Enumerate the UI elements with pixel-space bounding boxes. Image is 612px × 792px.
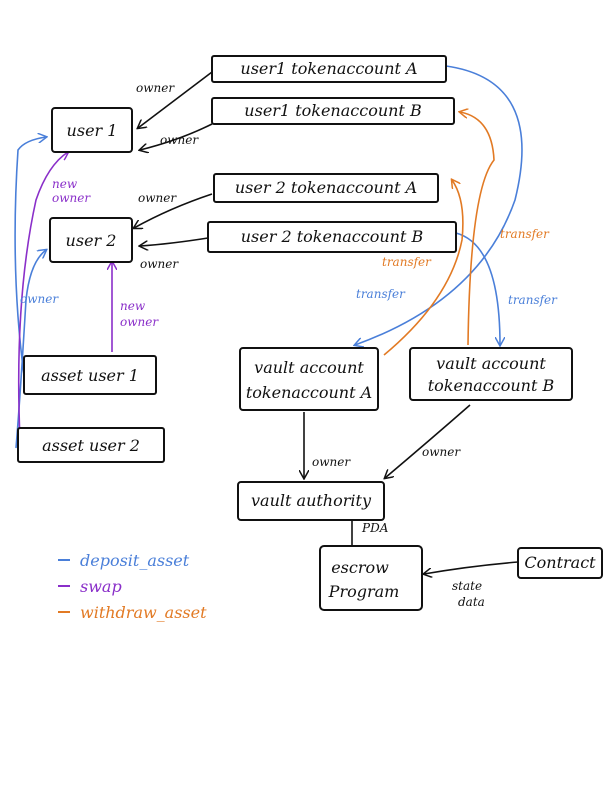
legend-item-deposit: deposit_asset [58, 551, 190, 570]
legend-label-withdraw: withdraw_asset [80, 603, 207, 622]
node-user2-tokenaccount-b: user 2 tokenaccount B [207, 221, 457, 253]
label-transfer-deposit-a: transfer [356, 287, 406, 301]
edge-contract-state-escrow [424, 561, 519, 574]
edge-vaultb-owner-authority [385, 404, 471, 478]
label-state-line2: data [458, 595, 485, 609]
node-vault-authority: vault authority [237, 481, 385, 521]
legend: deposit_asset swap withdraw_asset [58, 551, 207, 622]
node-contract-label: Contract [524, 553, 596, 572]
edge-withdraw-vaultb-to-u1b [460, 112, 495, 346]
node-vault-account-b: vault account tokenaccount B [409, 347, 573, 401]
node-user1-tokenaccount-b-label: user1 tokenaccount B [244, 101, 422, 120]
node-user1: user 1 [51, 107, 133, 153]
edge-u2a-owner-user2 [134, 193, 213, 228]
legend-label-swap: swap [80, 577, 122, 596]
legend-item-swap: swap [58, 577, 122, 596]
node-vault-account-b-line1: vault account [436, 354, 546, 373]
node-user2-tokenaccount-a-label: user 2 tokenaccount A [235, 178, 417, 197]
node-vault-account-a-line2: tokenaccount A [246, 383, 372, 402]
node-user2-label: user 2 [66, 231, 117, 250]
node-asset-user1: asset user 1 [23, 355, 157, 395]
label-owner-vaulta: owner [312, 455, 351, 469]
label-owner-asset1: owner [20, 292, 59, 306]
node-vault-account-a-line1: vault account [254, 358, 364, 377]
label-transfer-deposit-b: transfer [508, 293, 558, 307]
edge-deposit-asset2-owner-user2 [15, 250, 46, 449]
edge-u1b-owner-user1 [140, 123, 213, 150]
edge-deposit-u2b-to-vaultb [455, 232, 500, 345]
node-asset-user2-label: asset user 2 [42, 436, 140, 455]
label-owner-u2b: owner [140, 257, 179, 271]
node-user2-tokenaccount-a: user 2 tokenaccount A [213, 173, 439, 203]
node-escrow-program-line2: Program [328, 582, 400, 601]
edge-u2b-owner-user2 [140, 237, 209, 246]
node-escrow-program: escrow Program [319, 545, 423, 611]
edge-withdraw-vaulta-to-u2a [383, 180, 464, 356]
label-owner-u1b: owner [160, 133, 199, 147]
edge-swap-asset2-new-owner-user1 [17, 152, 68, 441]
node-user2: user 2 [49, 217, 133, 263]
node-contract: Contract [517, 547, 603, 579]
node-user1-label: user 1 [67, 121, 118, 140]
node-user1-tokenaccount-b: user1 tokenaccount B [211, 97, 455, 125]
label-state-line1: state [452, 579, 482, 593]
label-new-owner-u1-line1: new [52, 177, 78, 191]
label-transfer-withdraw-a: transfer [382, 255, 432, 269]
node-escrow-program-line1: escrow [331, 558, 389, 577]
label-owner-vaultb: owner [422, 445, 461, 459]
node-asset-user2: asset user 2 [17, 427, 165, 463]
label-pda: PDA [361, 521, 389, 535]
legend-label-deposit: deposit_asset [80, 551, 190, 570]
node-asset-user1-label: asset user 1 [41, 366, 139, 385]
label-new-owner-u1-line2: owner [52, 191, 91, 205]
node-vault-account-b-line2: tokenaccount B [428, 376, 555, 395]
label-new-owner-u2-line1: new [120, 299, 146, 313]
edge-u1a-owner-user1 [138, 71, 213, 128]
node-vault-authority-label: vault authority [251, 491, 372, 510]
label-owner-u2a: owner [138, 191, 177, 205]
node-vault-account-a: vault account tokenaccount A [239, 347, 379, 411]
node-user2-tokenaccount-b-label: user 2 tokenaccount B [241, 227, 424, 246]
edge-deposit-u1a-to-vaulta [355, 65, 523, 345]
label-new-owner-u2-line2: owner [120, 315, 159, 329]
node-user1-tokenaccount-a: user1 tokenaccount A [211, 55, 447, 83]
label-transfer-withdraw-b: transfer [500, 227, 550, 241]
label-owner-u1a: owner [136, 81, 175, 95]
edge-deposit-asset1-owner-user1 [14, 137, 46, 376]
node-user1-tokenaccount-a-label: user1 tokenaccount A [240, 59, 417, 78]
legend-item-withdraw: withdraw_asset [58, 603, 207, 622]
